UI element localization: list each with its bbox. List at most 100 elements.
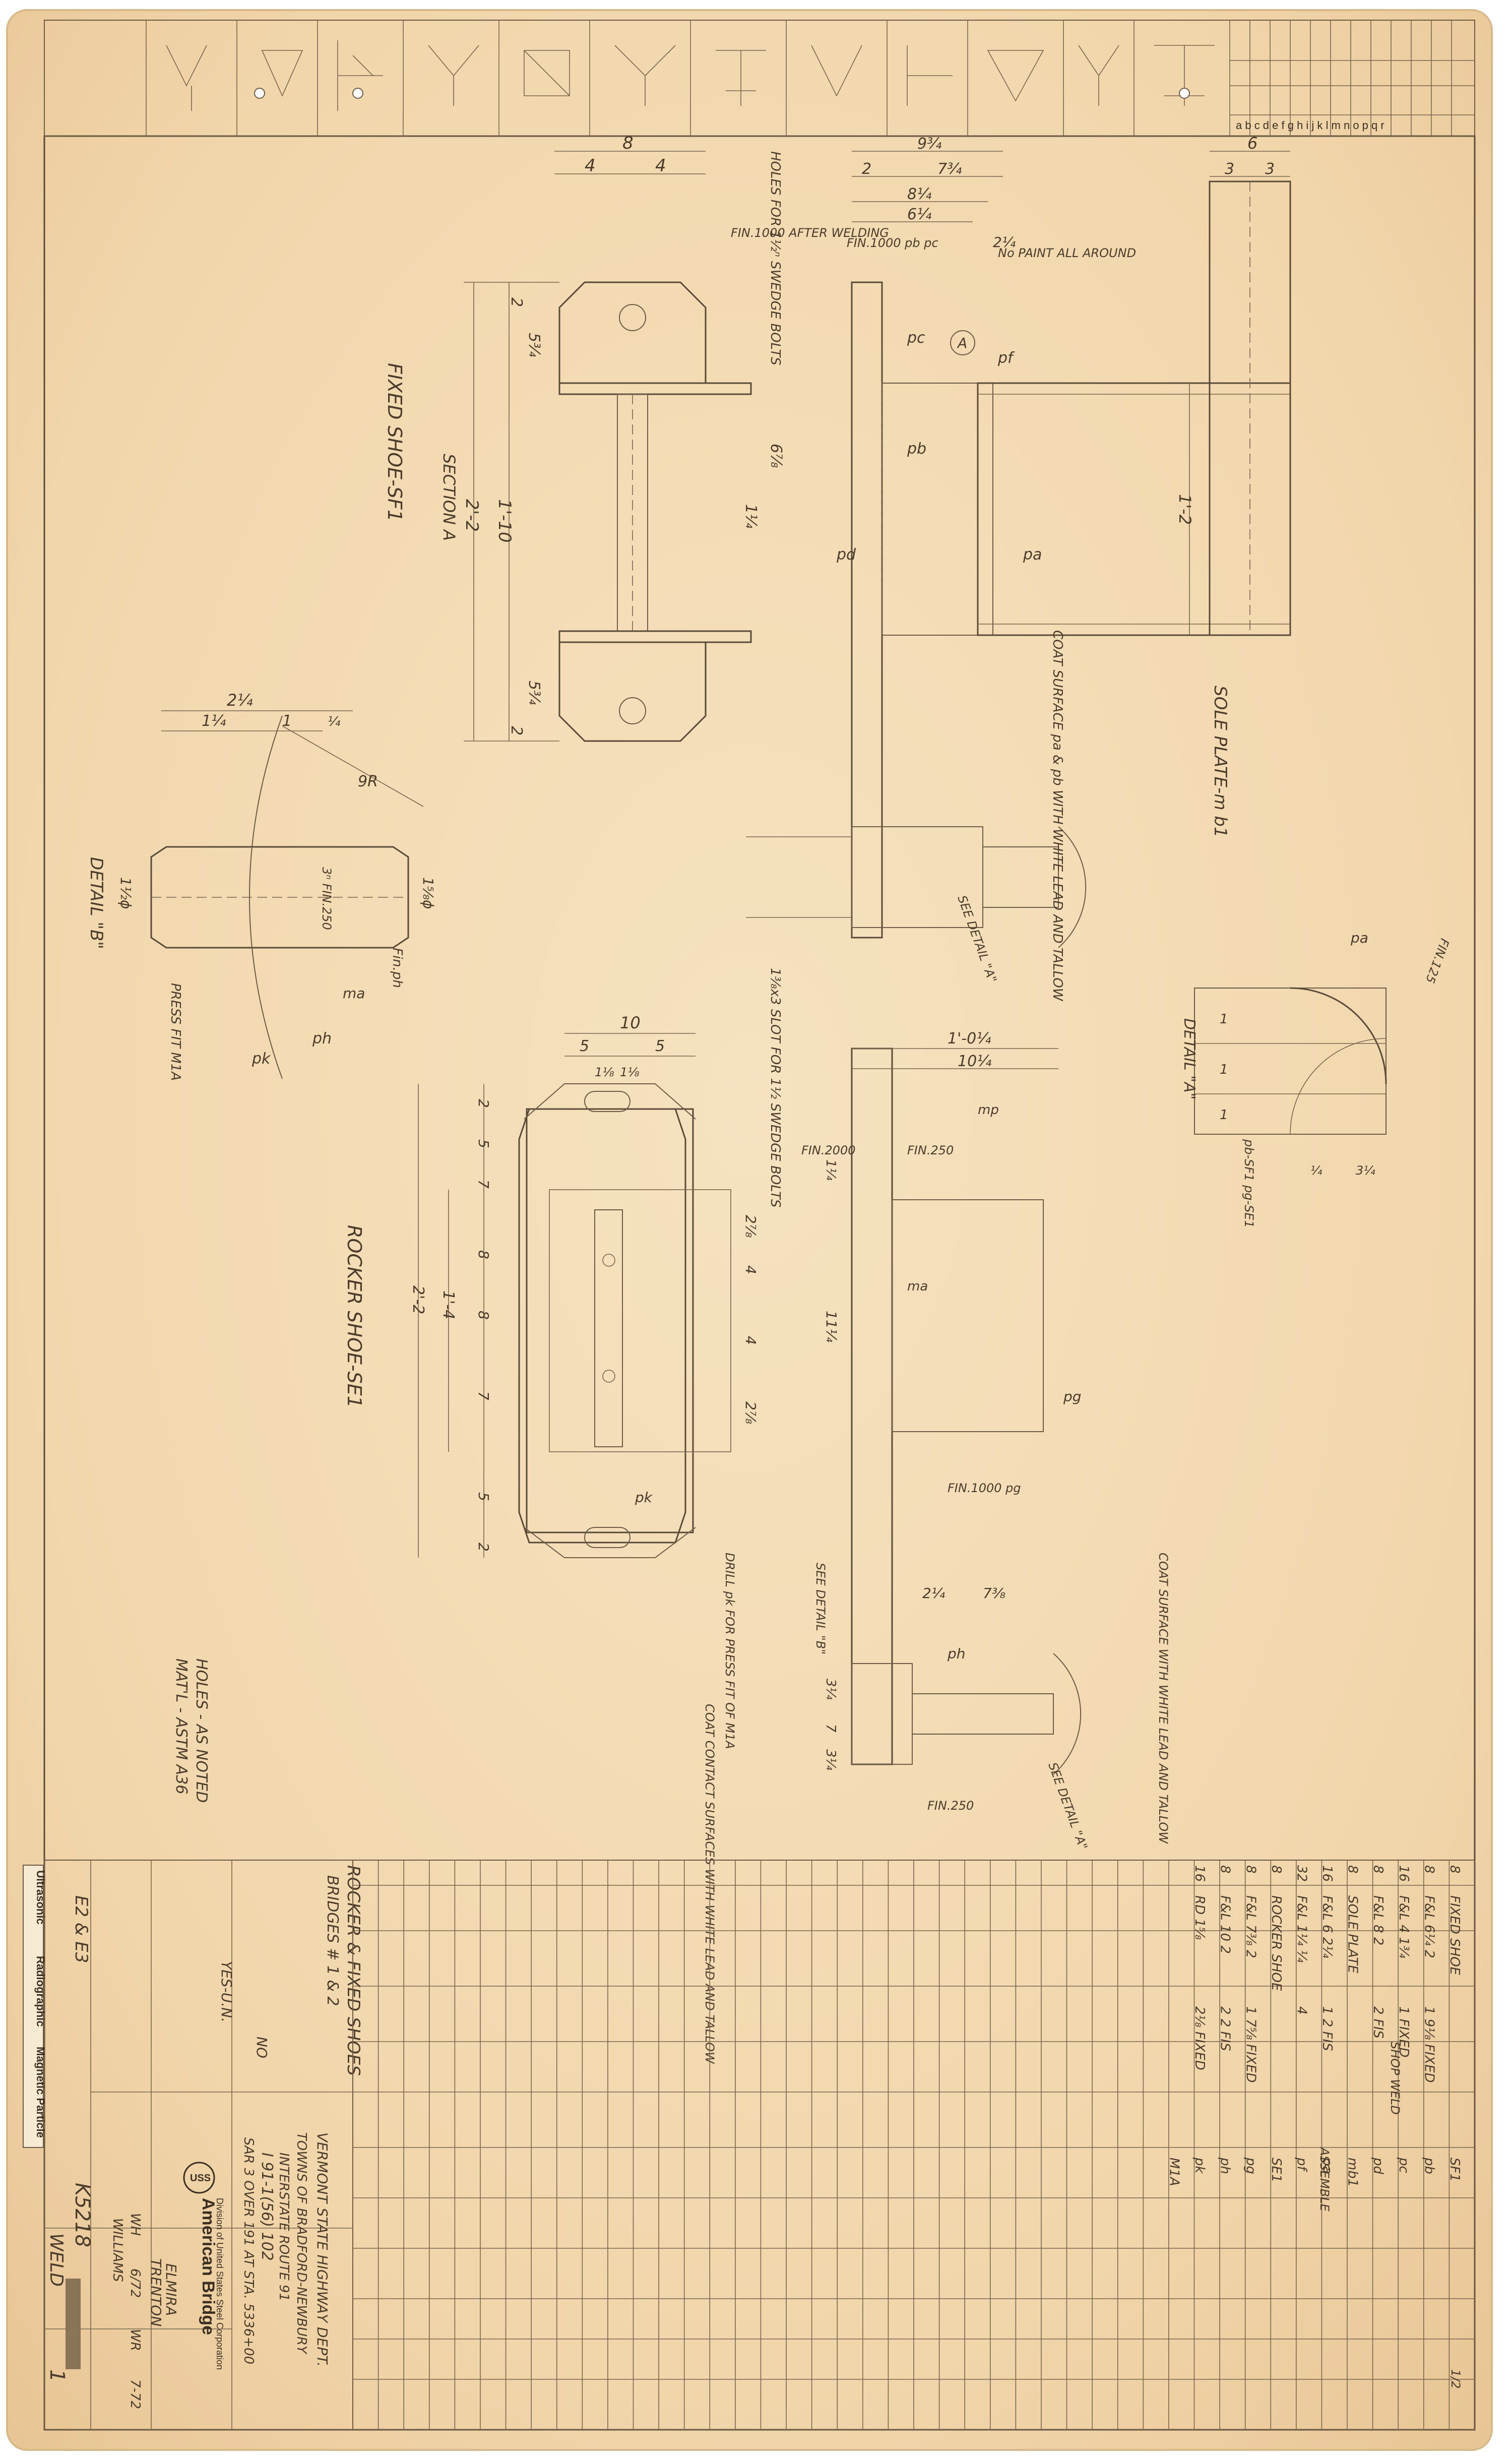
check-radiographic: Radiographic bbox=[34, 1956, 47, 2027]
db-dia2: 1⅝ϕ bbox=[420, 877, 436, 909]
rs-note-fin1000: FIN.1000 pg bbox=[948, 1481, 1021, 1495]
bom-row-len: 1 9⅛ FIXED bbox=[1421, 2006, 1436, 2083]
rs-dim-j: 8 bbox=[475, 1311, 492, 1320]
bom-row-qty: 8 bbox=[1447, 1865, 1462, 1874]
db-radius: 9R bbox=[358, 773, 378, 790]
bom-row-len: 1 2 FIS bbox=[1319, 2006, 1335, 2051]
uss-logo-icon: USS bbox=[183, 2162, 215, 2194]
bom-row-len: 2⅛ FIXED bbox=[1192, 2006, 1207, 2070]
bom-row-qty: 16 bbox=[1396, 1865, 1411, 1882]
fs-note-holes: HOLES FOR 1½ⁿ SWEDGE BOLTS bbox=[768, 151, 783, 365]
rs-dim-x: 3¼ bbox=[823, 1679, 838, 1700]
tb-route: INTERSTATE ROUTE 91 bbox=[276, 2152, 291, 2301]
fs-note-nopaint: No PAINT ALL AROUND bbox=[998, 246, 1136, 260]
fs-mark-pc: pc bbox=[907, 329, 925, 347]
paper bbox=[6, 9, 1493, 2451]
rs-dim-v: 7⅜ bbox=[983, 1585, 1005, 1602]
holes-material-note: HOLES - AS NOTED MAT'L - ASTM A36 bbox=[172, 1658, 210, 1803]
fixed-shoe-view: 8 4 4 1'-10 2'-2 2 5¾ 2 5¾ 6⅞ 1¼ FIXED S… bbox=[384, 133, 1291, 1002]
tb-company: American Bridge bbox=[199, 2198, 218, 2335]
tb-owner: VERMONT STATE HIGHWAY DEPT. bbox=[314, 2132, 331, 2367]
fs-mark-pb: pb bbox=[907, 440, 926, 458]
da-dim-c: 1 bbox=[1220, 1108, 1228, 1123]
tb-plant1: ELMIRA bbox=[163, 2263, 179, 2316]
sp-dim-a: 3 bbox=[1225, 160, 1234, 178]
rs-dim-d: 1⅛ bbox=[620, 1065, 640, 1079]
bom-row-qty: 32 bbox=[1294, 1865, 1309, 1882]
bom-row-qty: 16 bbox=[1192, 1865, 1207, 1882]
tb-order: K5218 bbox=[71, 2183, 94, 2247]
fs-dim-114: 1¼ bbox=[742, 504, 760, 528]
bom-row-mark: pd bbox=[1370, 2157, 1385, 2175]
bom-row-desc: F&L 6 2¼ bbox=[1319, 1895, 1335, 1958]
fs-dim-734: 7¾ bbox=[937, 160, 962, 178]
bom-row-len: 2 2 FIS bbox=[1218, 2006, 1233, 2051]
bom-row-desc: ROCKER SHOE bbox=[1269, 1895, 1284, 1991]
rs-dim-b: 5 bbox=[655, 1037, 665, 1055]
bom-row-desc: F&L 10 2 bbox=[1218, 1895, 1233, 1954]
sp-dim-len: 1'-2 bbox=[1175, 494, 1194, 525]
coat-note-pa-pb: COAT SURFACE pa & pb WITH WHITE LEAD AND… bbox=[1050, 630, 1065, 1002]
rs-dim-g: 2 bbox=[475, 1099, 492, 1108]
fs-dim-214: 2¼ bbox=[993, 234, 1016, 251]
tb-checked: WILLIAMS bbox=[110, 2218, 125, 2282]
bom-row-mark: pf bbox=[1294, 2157, 1309, 2173]
bom-row-mark: pg bbox=[1243, 2157, 1258, 2174]
bom-row-qty: 8 bbox=[1243, 1865, 1258, 1874]
rs-dim-n: 1'-4 bbox=[439, 1290, 457, 1319]
bom-rev: 1/2 bbox=[1448, 2369, 1463, 2389]
bom-row-len: 2 FIS bbox=[1370, 2006, 1385, 2039]
bom-row-mark: pb bbox=[1421, 2157, 1436, 2174]
rs-dim-q: 4 bbox=[742, 1265, 759, 1274]
sp-dim-b: 3 bbox=[1265, 160, 1275, 178]
db-dim-14: ¼ bbox=[328, 714, 340, 729]
bom-row-mark: ph bbox=[1218, 2157, 1233, 2174]
rs-dim-w2: 2¼ bbox=[922, 1585, 945, 1602]
rs-note-fin2000: FIN.2000 bbox=[801, 1143, 856, 1157]
rs-dim-r: 4 bbox=[742, 1336, 759, 1345]
bom-row-qty: 8 bbox=[1421, 1865, 1436, 1874]
rs-dim-a: 5 bbox=[580, 1037, 589, 1055]
fs-dim-2: 2 bbox=[508, 297, 525, 307]
holes-note-line1: HOLES - AS NOTED bbox=[193, 1658, 210, 1803]
db-dia: 1½ϕ bbox=[117, 877, 134, 909]
rocker-shoe-view: 10 5 5 1⅛ 1⅛ 2'-2 1'-4 2 5 7 8 8 7 5 2 2… bbox=[343, 968, 1170, 2064]
detail-b-view: 2¼ 1¼ 1 ¼ 9R 1½ϕ 1⅝ϕ 3ⁿ FIN.250 DETAIL "… bbox=[86, 691, 436, 1081]
title-block: Ultrasonic Radiographic Magnetic Particl… bbox=[23, 1860, 353, 2430]
fs-dim-overall: 8 bbox=[622, 133, 634, 153]
bom-row-desc: F&L 8 2 bbox=[1370, 1895, 1385, 1945]
tb-drawn: WH bbox=[128, 2213, 143, 2236]
tb-location: SAR 3 OVER 191 AT STA. 5336+00 bbox=[241, 2137, 256, 2364]
rs-mark-ma: ma bbox=[907, 1279, 928, 1294]
fs-dim-534b: 5¾ bbox=[525, 681, 543, 705]
holes-note-line2: MAT'L - ASTM A36 bbox=[172, 1658, 190, 1794]
tb-contract: E2 & E3 bbox=[71, 1895, 91, 1963]
rs-dim-w: 10 bbox=[620, 1013, 641, 1032]
bom-row-desc: RD 1⅝ bbox=[1192, 1895, 1207, 1940]
bom-row-len: 1 FIXED bbox=[1396, 2006, 1411, 2058]
fs-dim-half-right: 4 bbox=[655, 156, 666, 176]
fs-dim-934: 9¾ bbox=[917, 135, 941, 153]
fs-dim-614: 6¼ bbox=[907, 206, 931, 223]
rs-note-fin250: FIN.250 bbox=[907, 1143, 954, 1157]
db-dim-114: 1¼ bbox=[202, 712, 226, 730]
rs-mark-pg: pg bbox=[1063, 1388, 1082, 1405]
bom-assemble: ASSEMBLE bbox=[1317, 2146, 1332, 2212]
fs-dim-814: 8¼ bbox=[907, 186, 931, 203]
rs-note-see-b: SEE DETAIL "B" bbox=[813, 1563, 828, 1654]
da-dim-b: 1 bbox=[1220, 1062, 1228, 1077]
rs-dim-z: 7 bbox=[823, 1724, 838, 1733]
bom-row-len: 4 bbox=[1294, 2006, 1309, 2015]
da-note-pa: pa bbox=[1350, 930, 1368, 946]
check-magnetic: Magnetic Particle bbox=[34, 2047, 47, 2138]
bom-row-qty: 8 bbox=[1345, 1865, 1360, 1874]
fs-dim-2-2: 2'-2 bbox=[462, 499, 482, 532]
rs-note-fin250b: FIN.250 bbox=[927, 1799, 974, 1813]
da-dim-d: ¼ bbox=[1310, 1163, 1322, 1178]
sp-dim-w: 6 bbox=[1247, 134, 1257, 153]
fs-dim-1-10: 1'-10 bbox=[494, 499, 515, 543]
rocker-shoe-title: ROCKER SHOE-SE1 bbox=[343, 1225, 365, 1408]
tb-by: WR bbox=[128, 2329, 143, 2351]
bom-title-2: BRIDGES # 1 & 2 bbox=[324, 1875, 341, 2006]
rs-dim-k: 7 bbox=[475, 1391, 492, 1400]
